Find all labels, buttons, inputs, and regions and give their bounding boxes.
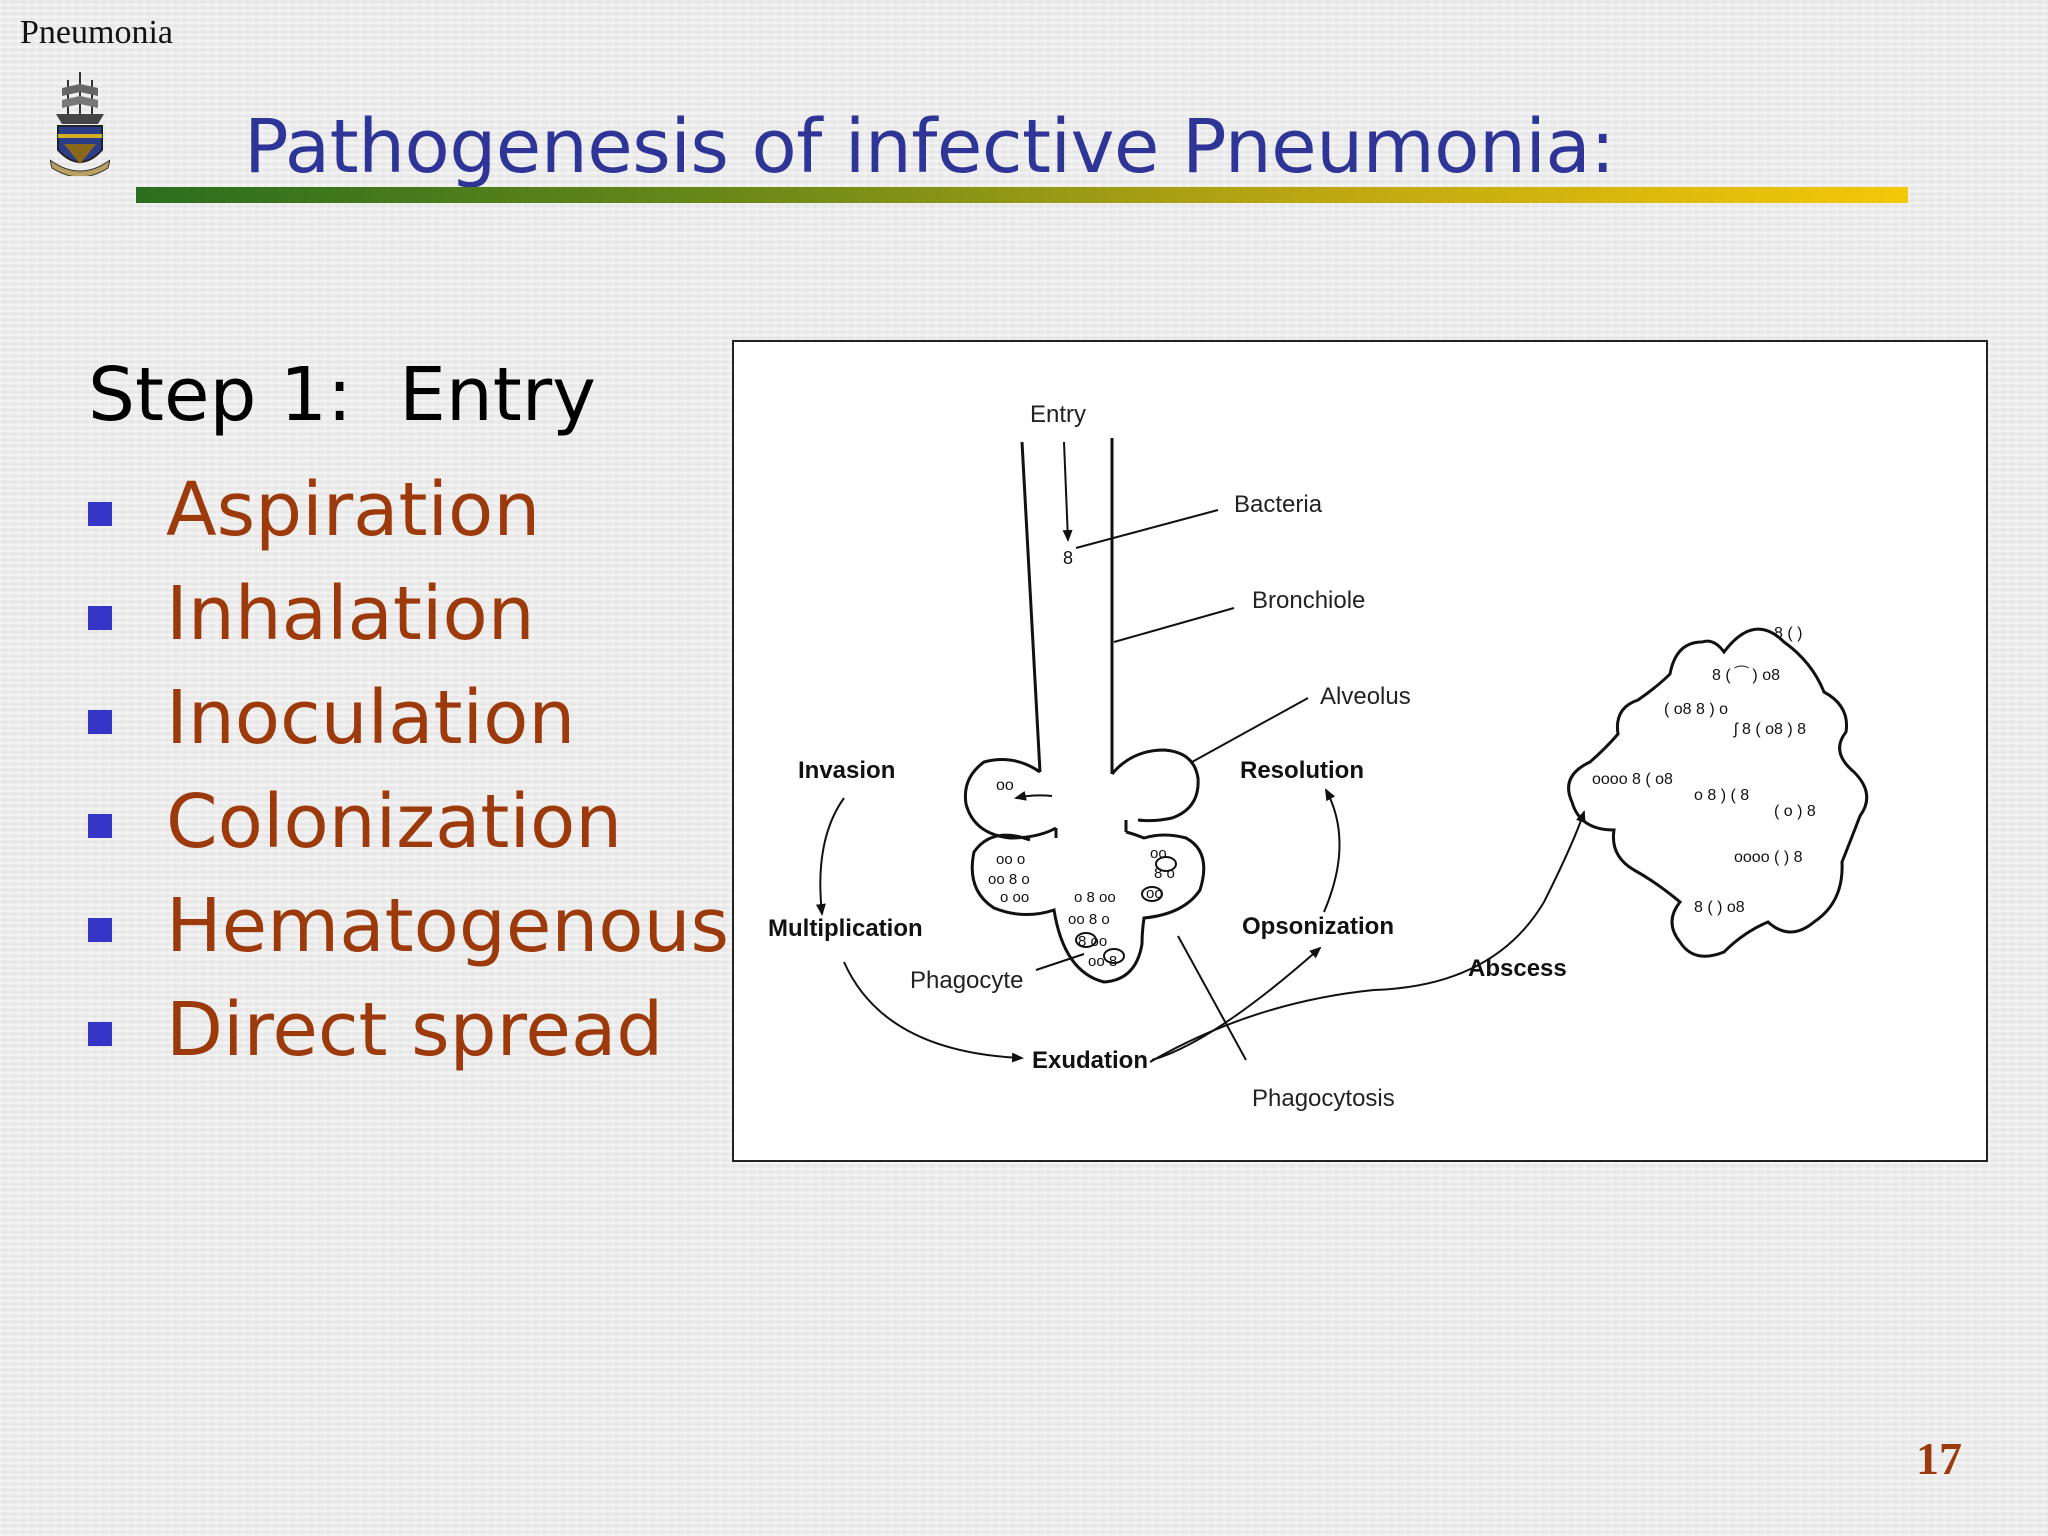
- label-bacteria: Bacteria: [1234, 491, 1323, 518]
- exudate-cells: oo o oo 8 o o oo o 8 oo oo 8 o 8 oo oo 8…: [988, 845, 1175, 970]
- bullet-square-icon: [88, 606, 112, 630]
- bullet-label: Aspiration: [166, 467, 541, 553]
- opsonization-to-resolution-arrow: [1323, 788, 1341, 913]
- alveolus-right: [1110, 748, 1200, 823]
- svg-text:ʃ 8 ( o8 ) 8: ʃ 8 ( o8 ) 8: [1733, 721, 1806, 738]
- phagocyte-cell: [1075, 932, 1097, 948]
- bullet-label: Inhalation: [166, 571, 535, 657]
- bullet-square-icon: [88, 502, 112, 526]
- bullet-list: Aspiration Inhalation Inoculation Coloni…: [88, 458, 729, 1082]
- svg-text:oo o: oo o: [996, 851, 1025, 868]
- svg-text:( o ) 8: ( o ) 8: [1774, 803, 1816, 820]
- page-number: 17: [1916, 1433, 1962, 1484]
- bullet-item: Aspiration: [88, 458, 729, 562]
- pathogenesis-diagram: 8 oo oo o oo 8 o o oo o 8 oo oo 8 o 8 oo…: [732, 340, 1988, 1162]
- phagocyte-cell: [1103, 948, 1125, 964]
- invasion-arrow: [815, 797, 845, 916]
- label-abscess: Abscess: [1468, 955, 1567, 982]
- bullet-item: Direct spread: [88, 978, 729, 1082]
- svg-text:oo 8 o: oo 8 o: [988, 871, 1030, 888]
- label-bronchiole: Bronchiole: [1252, 587, 1365, 614]
- svg-text:8 ( ⁀ ) o8: 8 ( ⁀ ) o8: [1712, 665, 1780, 684]
- bullet-label: Direct spread: [166, 987, 664, 1073]
- bullet-label: Colonization: [166, 779, 623, 865]
- svg-text:o 8 oo: o 8 oo: [1074, 889, 1116, 906]
- alveolus-leader: [1191, 697, 1309, 763]
- invasion-inner-arrow: [1014, 790, 1053, 801]
- phagocyte-leader: [1035, 953, 1085, 971]
- svg-text:( o8 8 ) o: ( o8 8 ) o: [1664, 701, 1728, 718]
- label-phagocyte: Phagocyte: [910, 967, 1023, 994]
- bullet-label: Inoculation: [166, 675, 576, 761]
- alveolus-left: [963, 758, 1057, 840]
- bronchiole-leader: [1113, 607, 1235, 643]
- step-heading: Step 1: Entry: [88, 352, 596, 438]
- title-underline: [136, 187, 1908, 203]
- label-alveolus: Alveolus: [1320, 683, 1411, 710]
- bullet-item: Hematogenous: [88, 874, 729, 978]
- abscess-contents: 8 ( ) 8 ( ⁀ ) o8 ( o8 8 ) o ʃ 8 ( o8 ) 8…: [1592, 625, 1816, 916]
- label-phagocytosis: Phagocytosis: [1252, 1085, 1395, 1112]
- bullet-item: Inhalation: [88, 562, 729, 666]
- abscess-shape: [1567, 627, 1869, 958]
- svg-text:o oo: o oo: [1000, 889, 1029, 906]
- label-exudation: Exudation: [1032, 1047, 1148, 1074]
- phagocytosis-leader: [1177, 935, 1247, 1061]
- bullet-square-icon: [88, 918, 112, 942]
- svg-text:oooo ( ) 8: oooo ( ) 8: [1734, 849, 1803, 866]
- diagram-canvas: 8 oo oo o oo 8 o o oo o 8 oo oo 8 o 8 oo…: [768, 401, 1869, 1112]
- bullet-item: Colonization: [88, 770, 729, 874]
- svg-text:oooo 8 ( o8: oooo 8 ( o8: [1592, 771, 1673, 788]
- phagocyte-cell: [1141, 886, 1163, 902]
- bacteria-particle: 8: [1063, 548, 1073, 568]
- entry-arrow: [1062, 441, 1073, 542]
- alveolus-lower-cluster: [970, 830, 1206, 984]
- crest-icon: [50, 72, 110, 176]
- exudation-to-opsonization-arrow: [1151, 946, 1322, 1061]
- bullet-item: Inoculation: [88, 666, 729, 770]
- bronchiole-wall-left: [1020, 441, 1042, 773]
- label-opsonization: Opsonization: [1242, 913, 1394, 940]
- svg-text:o 8 ) ( 8: o 8 ) ( 8: [1694, 787, 1749, 804]
- slide-title: Pathogenesis of infective Pneumonia:: [244, 104, 1615, 190]
- bullet-label: Hematogenous: [166, 883, 730, 969]
- svg-text:8 ( ) o8: 8 ( ) o8: [1694, 899, 1745, 916]
- bullet-square-icon: [88, 814, 112, 838]
- phagocyte-cell: [1155, 856, 1177, 872]
- svg-text:8 oo: 8 oo: [1078, 933, 1107, 950]
- header-label: Pneumonia: [20, 14, 173, 51]
- multiplication-arrow: [843, 961, 1024, 1063]
- svg-text:oo 8: oo 8: [1088, 953, 1117, 970]
- bacteria-leader: [1075, 509, 1219, 549]
- label-resolution: Resolution: [1240, 757, 1364, 784]
- bullet-square-icon: [88, 710, 112, 734]
- label-entry: Entry: [1030, 401, 1086, 428]
- svg-text:8 ( ): 8 ( ): [1774, 625, 1802, 642]
- label-invasion: Invasion: [798, 757, 895, 784]
- bacteria-particle: oo: [996, 777, 1014, 794]
- svg-text:oo 8 o: oo 8 o: [1068, 911, 1110, 928]
- bullet-square-icon: [88, 1022, 112, 1046]
- label-multiplication: Multiplication: [768, 915, 923, 942]
- exudation-to-abscess-arrow: [1149, 810, 1586, 1063]
